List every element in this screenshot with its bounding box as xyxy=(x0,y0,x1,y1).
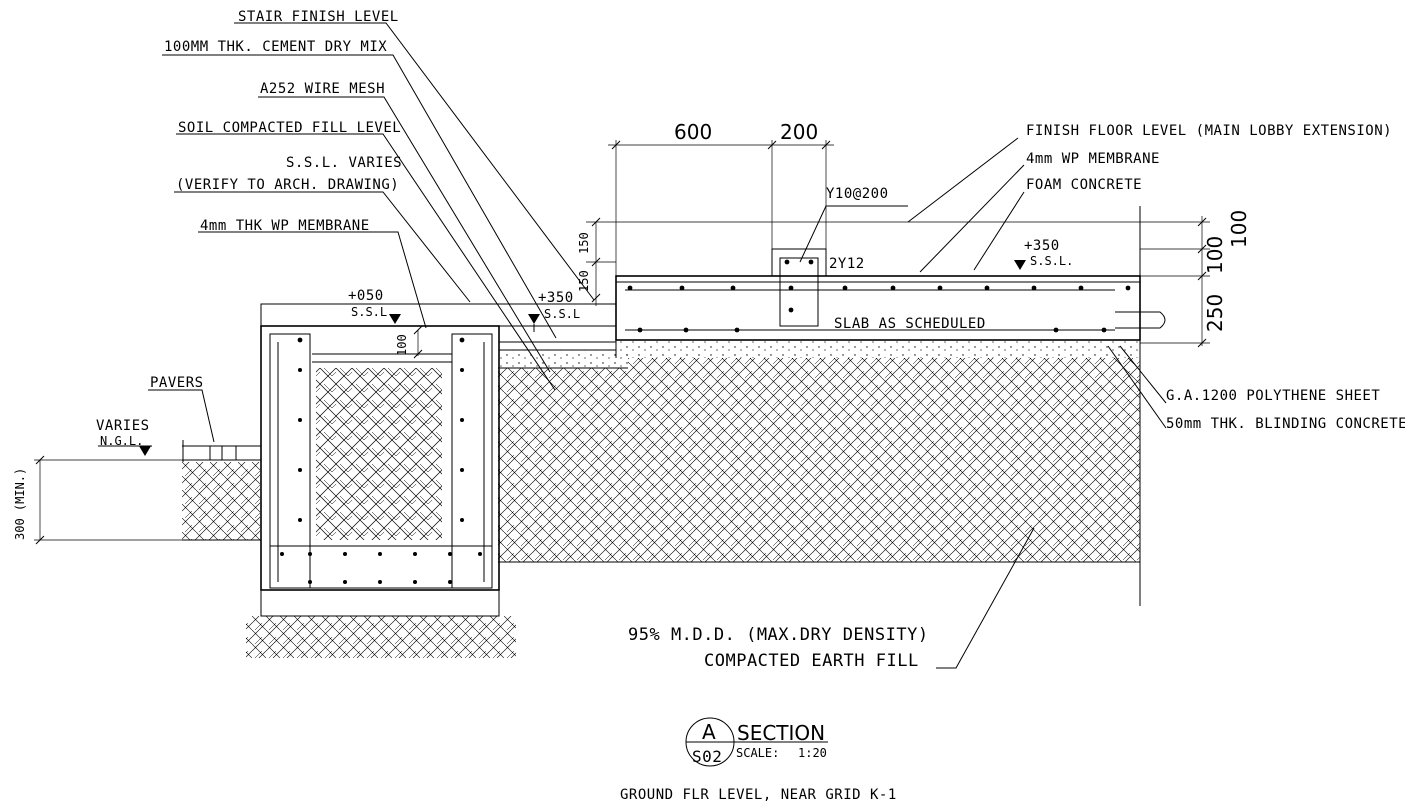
beam-rebar-dots xyxy=(280,337,482,584)
level-ssl-right: S.S.L. xyxy=(1030,254,1073,268)
section-caption: GROUND FLR LEVEL, NEAR GRID K-1 xyxy=(620,787,897,803)
label-wire-mesh: A252 WIRE MESH xyxy=(260,81,385,97)
section-sheet: S02 xyxy=(692,747,722,766)
dimension-lines xyxy=(34,140,1210,545)
label-wp-membrane-right: 4mm WP MEMBRANE xyxy=(1026,151,1160,167)
label-mdd-line2: COMPACTED EARTH FILL xyxy=(704,651,919,671)
label-stair-finish: STAIR FINISH LEVEL xyxy=(238,9,399,25)
level-plus050: +050 xyxy=(348,288,384,304)
dim-250: 250 xyxy=(1203,294,1227,332)
label-mdd-line1: 95% M.D.D. (MAX.DRY DENSITY) xyxy=(628,625,929,645)
dim-150-a: 150 xyxy=(577,232,591,254)
scale-label: SCALE: xyxy=(736,746,779,760)
section-title-block: A S02 SECTION SCALE: 1:20 GROUND FLR LEV… xyxy=(620,717,897,803)
label-slab: SLAB AS SCHEDULED xyxy=(834,316,986,332)
label-ngl: N.G.L. xyxy=(100,434,143,448)
level-plus350-right: +350 xyxy=(1024,238,1060,254)
dim-150-b: 150 xyxy=(577,270,591,292)
dim-200: 200 xyxy=(780,120,818,144)
natural-ground-fill-left xyxy=(182,462,516,658)
label-cement-dry-mix: 100MM THK. CEMENT DRY MIX xyxy=(164,39,387,55)
compacted-earth-fill xyxy=(498,340,1141,606)
label-polythene: G.A.1200 POLYTHENE SHEET xyxy=(1166,388,1380,404)
level-plus350-left: +350 xyxy=(538,290,574,306)
section-title: SECTION xyxy=(737,721,825,745)
label-ssl-varies: S.S.L. VARIES xyxy=(286,155,402,171)
label-varies: VARIES xyxy=(96,418,150,434)
label-wp-membrane-left: 4mm THK WP MEMBRANE xyxy=(200,218,370,234)
label-soil-fill: SOIL COMPACTED FILL LEVEL xyxy=(178,120,401,136)
beam-core-hatch xyxy=(316,368,442,540)
dim-100-step: 100 xyxy=(395,334,409,356)
pavers xyxy=(182,440,261,541)
dim-100-b: 100 xyxy=(1227,210,1251,248)
level-markers xyxy=(98,260,1026,456)
label-foam-concrete: FOAM CONCRETE xyxy=(1026,177,1142,193)
annotations: STAIR FINISH LEVEL 100MM THK. CEMENT DRY… xyxy=(13,9,1405,671)
dim-100-a: 100 xyxy=(1203,236,1227,274)
level-ssl-left: S.S.L xyxy=(544,307,580,321)
label-ffl: FINISH FLOOR LEVEL (MAIN LOBBY EXTENSION… xyxy=(1026,123,1392,139)
label-blinding: 50mm THK. BLINDING CONCRETE xyxy=(1166,416,1405,432)
label-2y12: 2Y12 xyxy=(829,256,865,272)
level-ssl: S.S.L. xyxy=(351,305,394,319)
label-y10: Y10@200 xyxy=(826,186,889,202)
slab-rebar-dots xyxy=(627,259,1131,333)
leader-lines xyxy=(148,22,1167,669)
label-pavers: PAVERS xyxy=(150,375,204,391)
scale-value: 1:20 xyxy=(798,746,827,760)
label-verify-arch: (VERIFY TO ARCH. DRAWING) xyxy=(176,177,399,193)
dim-600: 600 xyxy=(674,120,712,144)
section-letter: A xyxy=(702,720,716,744)
main-slab xyxy=(615,206,1166,358)
label-300-min: 300 (MIN.) xyxy=(13,468,27,540)
